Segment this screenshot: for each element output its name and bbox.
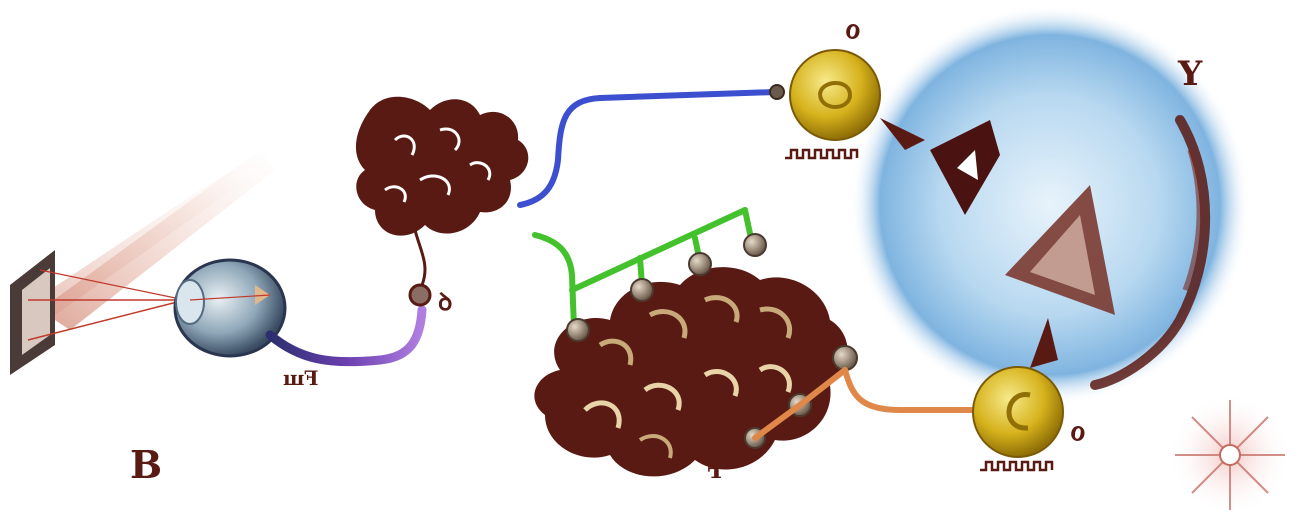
panel-label: B <box>130 442 162 487</box>
neuron-bottom <box>973 367 1063 470</box>
cell-node <box>567 319 589 341</box>
label-retina-field: Y <box>1177 54 1203 94</box>
cerebellum-mass <box>534 267 847 476</box>
label-brainstem: ꝺ <box>438 287 452 316</box>
eye <box>175 260 285 356</box>
label-neuron-bottom: ℴ <box>1070 409 1086 449</box>
label-neuron-top: ℴ <box>845 7 861 47</box>
cell-node <box>833 346 857 370</box>
brainstem-node <box>410 285 430 305</box>
cell-node <box>744 234 766 256</box>
cell-node <box>689 253 711 275</box>
rosette <box>1168 393 1292 517</box>
optic-nerve-path <box>270 310 422 362</box>
cell-node <box>631 279 653 301</box>
label-optic-nerve: ꟺꟻ <box>283 366 319 390</box>
cortex-cluster <box>356 97 528 285</box>
blue-pathway <box>520 92 775 205</box>
label-cerebellum: ꟻ <box>705 455 722 484</box>
